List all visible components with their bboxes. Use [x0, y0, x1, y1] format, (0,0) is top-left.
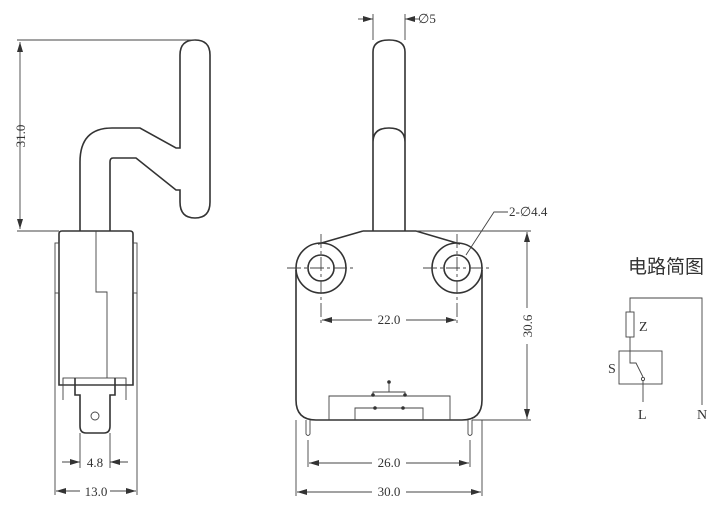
side-terminal: [74, 378, 116, 434]
circuit-diagram: 电路简图 Z S L N: [608, 256, 707, 423]
contact-bar: [372, 382, 406, 396]
dim-hole-spacing: 22.0: [378, 312, 401, 327]
side-view: 31.0 4.8 13.0: [13, 39, 211, 499]
front-view: ∅5 2-∅4.4 22.0 30.6 26.0 30.0: [287, 11, 548, 499]
terminal-housing: [62, 377, 127, 386]
side-inner-line: [95, 231, 108, 378]
circuit-title: 电路简图: [628, 256, 704, 278]
label-z: Z: [639, 320, 648, 335]
dim-terminal-width: 4.8: [87, 455, 103, 470]
resistor-z: [625, 311, 635, 338]
side-lever: [79, 39, 211, 231]
label-l: L: [638, 408, 647, 423]
dim-body-height: 30.6: [520, 314, 535, 337]
terminal-hole: [90, 411, 100, 421]
dim-pin-spacing: 26.0: [378, 455, 401, 470]
dim-side-width: 13.0: [85, 484, 108, 499]
center-lines: [287, 234, 491, 325]
front-lever: [372, 39, 406, 231]
side-body: [58, 230, 134, 386]
side-plate-right: [132, 242, 138, 294]
dim-lever-diameter: ∅5: [418, 11, 436, 26]
pin-right: [467, 420, 473, 436]
label-n: N: [697, 408, 707, 423]
label-s: S: [608, 362, 616, 377]
terminal-housing-sides: [62, 378, 127, 400]
side-plate-left: [54, 242, 60, 294]
switch-box: [618, 350, 663, 385]
dim-lever-height: 31.0: [13, 125, 28, 148]
hole-callout: 2-∅4.4: [509, 204, 548, 219]
circuit-wires: [629, 297, 703, 405]
terminal-block: [328, 395, 451, 420]
pin-left: [305, 420, 311, 436]
dim-body-width: 30.0: [378, 484, 401, 499]
